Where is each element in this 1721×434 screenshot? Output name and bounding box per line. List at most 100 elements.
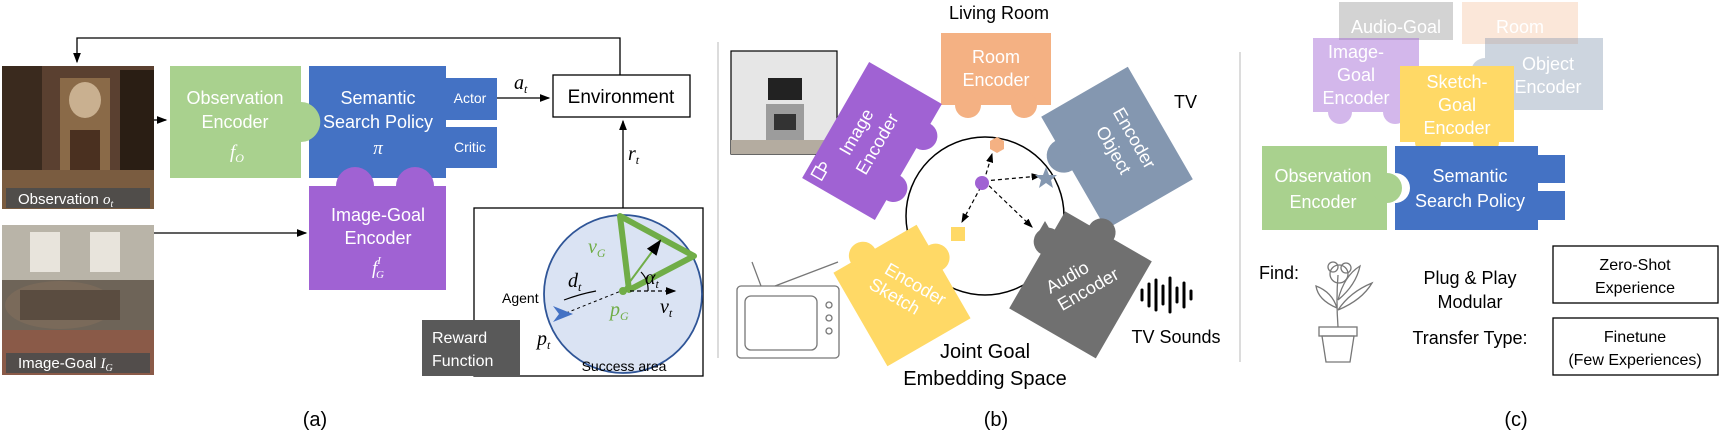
audio-encoder: Audio Encoder bbox=[1009, 211, 1152, 359]
audio-embedding-triangle bbox=[1034, 221, 1056, 240]
embed-arrow-hex bbox=[983, 152, 994, 182]
svg-text:Image-Goal IG: Image-Goal IG bbox=[18, 355, 113, 374]
embed-arrow-star bbox=[983, 173, 1042, 182]
svg-text:pt: pt bbox=[535, 328, 551, 352]
living-room-label: Living Room bbox=[949, 3, 1049, 23]
goal-position-dot bbox=[619, 287, 627, 295]
critic-label: Critic bbox=[454, 139, 486, 155]
finetune-line2: (Few Experiences) bbox=[1568, 352, 1701, 369]
pg-sub: G bbox=[620, 309, 629, 323]
obs-encoder-sub: O bbox=[235, 151, 244, 165]
room-encoder: Room Encoder bbox=[941, 33, 1051, 118]
svg-text:at: at bbox=[514, 72, 528, 96]
joint-embedding-line2: Embedding Space bbox=[903, 368, 1066, 390]
obs-encoder-line2: Encoder bbox=[201, 112, 268, 132]
object-embedding-star bbox=[1035, 167, 1057, 188]
living-room-image bbox=[730, 50, 838, 155]
svg-text:Image-: Image- bbox=[1328, 42, 1384, 62]
pg-symbol: p bbox=[608, 299, 620, 321]
policy-symbol: π bbox=[373, 138, 383, 159]
actor-label: Actor bbox=[454, 90, 487, 106]
vg-symbol: v bbox=[588, 236, 597, 258]
action-sub: t bbox=[524, 82, 528, 96]
obs-caption: Observation bbox=[18, 191, 99, 208]
room-embedding-hex bbox=[990, 137, 1004, 153]
image-embedding-dot bbox=[975, 176, 989, 190]
img-symbol: I bbox=[100, 356, 107, 372]
svg-text:vt: vt bbox=[660, 296, 673, 320]
img-encoder-symbol: f bbox=[372, 258, 380, 279]
tv-sketch-icon bbox=[736, 261, 840, 359]
svg-text:Audio-Goal: Audio-Goal bbox=[1351, 17, 1441, 37]
svg-text:fIG: fIG bbox=[372, 255, 384, 281]
agent-marker bbox=[553, 306, 573, 322]
environment-label: Environment bbox=[568, 87, 675, 108]
environment-box: Environment bbox=[552, 74, 691, 118]
sketch-embedding-square bbox=[951, 227, 965, 241]
tv-sounds-label: TV Sounds bbox=[1131, 327, 1220, 347]
finetune-line1: Finetune bbox=[1604, 329, 1666, 346]
vt-sub: t bbox=[669, 306, 673, 320]
room-encoder-line2: Encoder bbox=[962, 70, 1029, 90]
reward-function-box: Reward Function bbox=[422, 320, 520, 376]
c-policy-line1: Semantic bbox=[1432, 166, 1507, 186]
panel-b: Living Room Room Encoder Object Encoder … bbox=[730, 3, 1221, 431]
angle-arc bbox=[640, 271, 649, 292]
reward-symbol: r bbox=[628, 143, 636, 165]
svg-text:Encoder: Encoder bbox=[1514, 77, 1581, 97]
goal-direction-arrow bbox=[622, 239, 662, 292]
tv-label: TV bbox=[1174, 92, 1197, 112]
svg-text:vG: vG bbox=[588, 236, 606, 260]
reward-fn-line2: Function bbox=[432, 353, 493, 370]
plug-play-line2: Modular bbox=[1437, 292, 1502, 312]
observation-image: Observation ot bbox=[2, 66, 154, 210]
svg-text:Goal: Goal bbox=[1337, 65, 1375, 85]
finetune-box: Finetune (Few Experiences) bbox=[1552, 317, 1719, 376]
vg-sub: G bbox=[597, 246, 606, 260]
sketch-goal-encoder: Sketch- Goal Encoder bbox=[1400, 66, 1514, 155]
view-cone bbox=[617, 213, 697, 293]
zero-shot-line2: Experience bbox=[1595, 280, 1675, 297]
observation-encoder: Observation Encoder fO bbox=[170, 66, 321, 178]
alpha-symbol: α bbox=[645, 267, 656, 289]
sketch-goal-line3: Encoder bbox=[1423, 118, 1490, 138]
img-caption: Image-Goal bbox=[18, 355, 96, 372]
panel-c-semantic-search-policy: Semantic Search Policy bbox=[1395, 146, 1565, 230]
bg-room-encoder: Room bbox=[1462, 2, 1578, 44]
obs-symbol: o bbox=[103, 192, 111, 208]
obs-sub: t bbox=[111, 199, 114, 210]
panel-c-observation-encoder: Observation Encoder bbox=[1262, 146, 1402, 230]
panel-c-label: (c) bbox=[1504, 409, 1527, 431]
d-symbol: d bbox=[568, 270, 579, 292]
img-encoder-line1: Image-Goal bbox=[331, 205, 425, 225]
reward-fn-line1: Reward bbox=[432, 330, 487, 347]
feedback-arrow bbox=[73, 37, 621, 75]
policy-line1: Semantic bbox=[340, 88, 415, 108]
obs-encoder-symbol: f bbox=[230, 142, 238, 163]
distance-brace bbox=[563, 290, 597, 301]
action-symbol: a bbox=[514, 72, 524, 94]
plug-play-line3: Transfer Type: bbox=[1412, 328, 1527, 348]
policy-line2: Search Policy bbox=[323, 112, 433, 132]
alpha-sub: t bbox=[656, 277, 660, 291]
c-obs-line1: Observation bbox=[1274, 166, 1371, 186]
svg-text:Encoder: Encoder bbox=[1322, 88, 1389, 108]
svg-text:Object: Object bbox=[1522, 54, 1574, 74]
sketch-goal-line2: Goal bbox=[1438, 95, 1476, 115]
d-sub: t bbox=[578, 280, 582, 294]
zero-shot-line1: Zero-Shot bbox=[1599, 257, 1671, 274]
svg-text:αt: αt bbox=[645, 267, 660, 291]
obs-encoder-line1: Observation bbox=[186, 88, 283, 108]
distance-line bbox=[565, 290, 622, 314]
img-encoder-sup: I bbox=[376, 255, 382, 267]
image-goal-image: Image-Goal IG bbox=[2, 225, 154, 375]
room-encoder-line1: Room bbox=[972, 47, 1020, 67]
semantic-search-policy: Semantic Search Policy π Actor Critic bbox=[309, 66, 497, 178]
vt-symbol: v bbox=[660, 296, 669, 318]
joint-embedding-line1: Joint Goal bbox=[940, 341, 1030, 363]
svg-text:fO: fO bbox=[230, 142, 244, 165]
sketch-encoder: Sketch Encoder bbox=[833, 224, 971, 367]
sketch-goal-line1: Sketch- bbox=[1426, 72, 1487, 92]
